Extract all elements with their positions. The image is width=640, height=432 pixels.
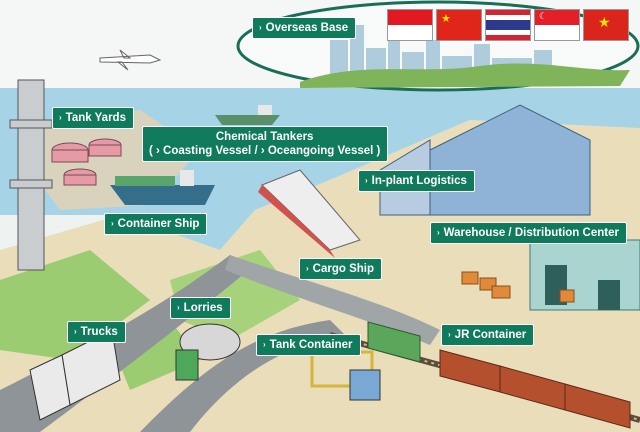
chemical-tankers-title: Chemical Tankers [215, 131, 314, 143]
label-trucks[interactable]: ›Trucks [67, 321, 126, 343]
label-container-ship[interactable]: ›Container Ship [104, 213, 208, 235]
label-chemical-tankers[interactable]: Chemical Tankers ( › Coasting Vessel / ›… [142, 126, 389, 162]
airplane [99, 49, 162, 71]
indonesia-flag [387, 9, 433, 41]
label-cargo-ship[interactable]: ›Cargo Ship [299, 258, 383, 280]
road-ramp [225, 255, 440, 345]
jr-containers [439, 349, 631, 429]
label-tank-yards[interactable]: ›Tank Yards [52, 107, 134, 129]
china-flag: ★ [436, 9, 482, 41]
arrow-icon: › [259, 23, 262, 32]
singapore-flag: ☾ [534, 9, 580, 41]
cargo-ship-vessel [258, 169, 361, 258]
truck [29, 329, 121, 421]
arrow-icon: › [306, 264, 309, 273]
arrow-icon: › [74, 327, 77, 336]
chemical-tanker-ship [215, 105, 280, 125]
arrow-icon: › [448, 330, 451, 339]
locomotive [367, 321, 421, 363]
arrow-icon: › [437, 228, 440, 237]
label-lorries[interactable]: ›Lorries [170, 297, 231, 319]
arrow-icon: › [59, 113, 62, 122]
container-ship-vessel [110, 170, 215, 205]
grass-left [0, 250, 150, 360]
storage-tanks [51, 138, 122, 186]
cargo-boxes [461, 271, 575, 303]
arrow-icon: › [263, 340, 266, 349]
vietnam-flag: ★ [583, 9, 629, 41]
arrow-icon: › [365, 176, 368, 185]
label-tank-container[interactable]: ›Tank Container [256, 334, 361, 356]
thailand-flag [485, 9, 531, 41]
label-in-plant-logistics[interactable]: ›In-plant Logistics [358, 170, 475, 192]
hills [300, 63, 630, 88]
arrow-icon: › [177, 303, 180, 312]
refinery-tower [9, 79, 53, 271]
label-warehouse[interactable]: ›Warehouse / Distribution Center [430, 222, 627, 244]
label-overseas-base[interactable]: ›Overseas Base [252, 17, 357, 39]
lorry-tanker [175, 323, 241, 381]
arrow-icon: › [111, 219, 114, 228]
label-jr-container[interactable]: ›JR Container [441, 324, 535, 346]
chemical-tankers-subtitle: ( › Coasting Vessel / › Oceangoing Vesse… [149, 145, 381, 157]
